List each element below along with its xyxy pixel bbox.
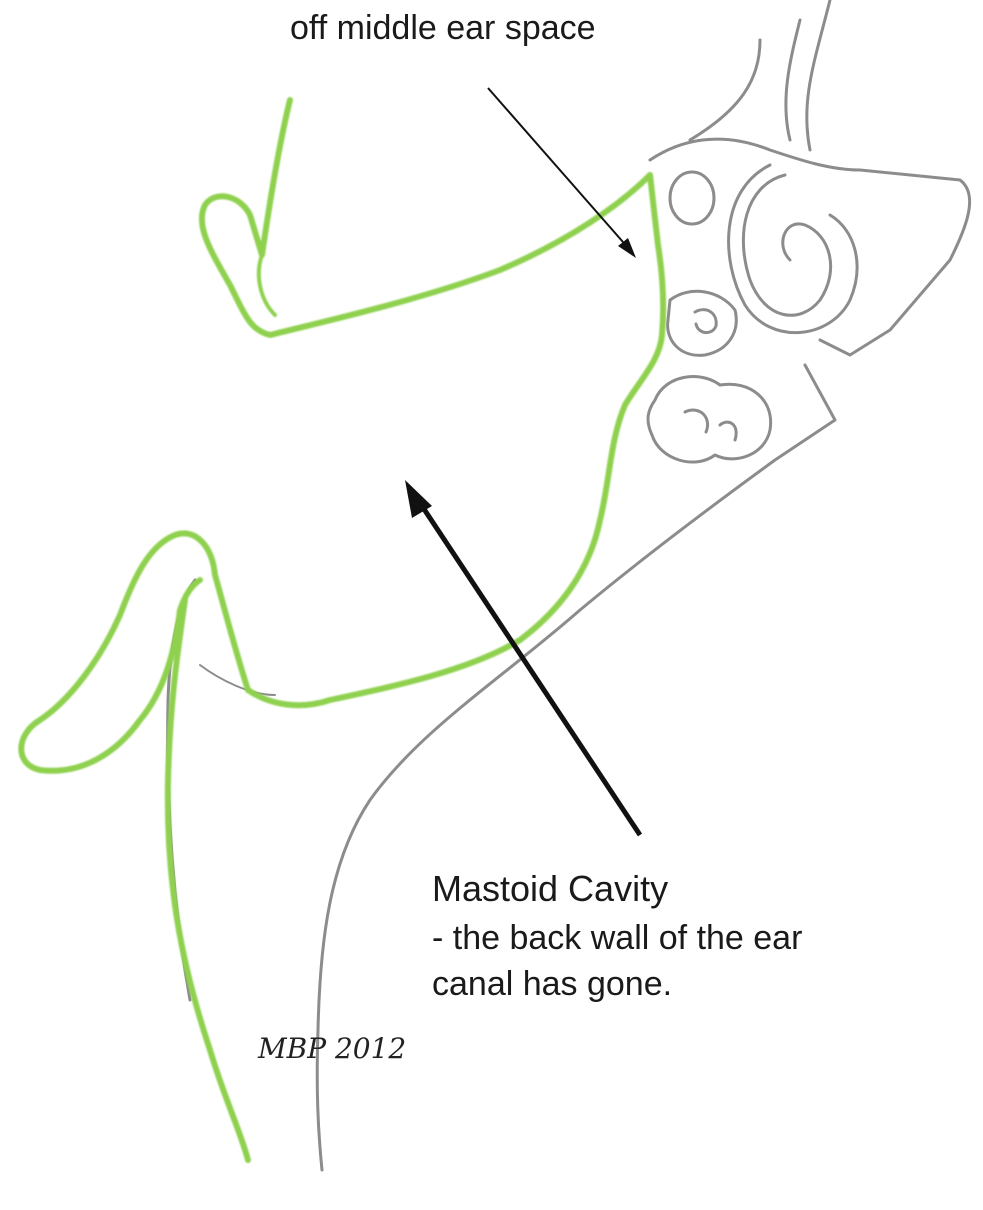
cochlea-outer (729, 165, 857, 333)
green-lower-stem (168, 600, 248, 1160)
cochlea-spiral (743, 175, 830, 315)
top-arrow-head (618, 238, 636, 258)
top-annotation-line2: off middle ear space (290, 8, 596, 48)
nerve-tube-left (690, 40, 760, 140)
green-upper-hook (202, 100, 650, 335)
nerve-tube-right (786, 20, 800, 140)
oval-window (670, 172, 714, 224)
top-arrow-shaft (488, 88, 630, 250)
ossicle-lower-inner2 (720, 422, 736, 440)
ossicle-lower-inner (685, 410, 708, 432)
nerve-tube-outer (807, 0, 830, 150)
gray-faint-line (200, 665, 275, 695)
arrows (405, 88, 640, 835)
author-signature: MBP 2012 (258, 1032, 406, 1065)
ossicle-upper (668, 291, 737, 355)
green-upper-hook-inner (259, 255, 275, 315)
ossicle-inner (695, 310, 716, 333)
mastoid-desc-line1: - the back wall of the ear (432, 915, 932, 961)
mastoid-cavity-description: - the back wall of the ear canal has gon… (432, 915, 932, 1007)
mastoid-cavity-title: Mastoid Cavity (432, 868, 668, 910)
ossicle-lower (648, 377, 771, 462)
green-lower-hook (21, 533, 248, 770)
mastoid-desc-line2: canal has gone. (432, 961, 932, 1007)
green-right-wall (248, 175, 663, 705)
